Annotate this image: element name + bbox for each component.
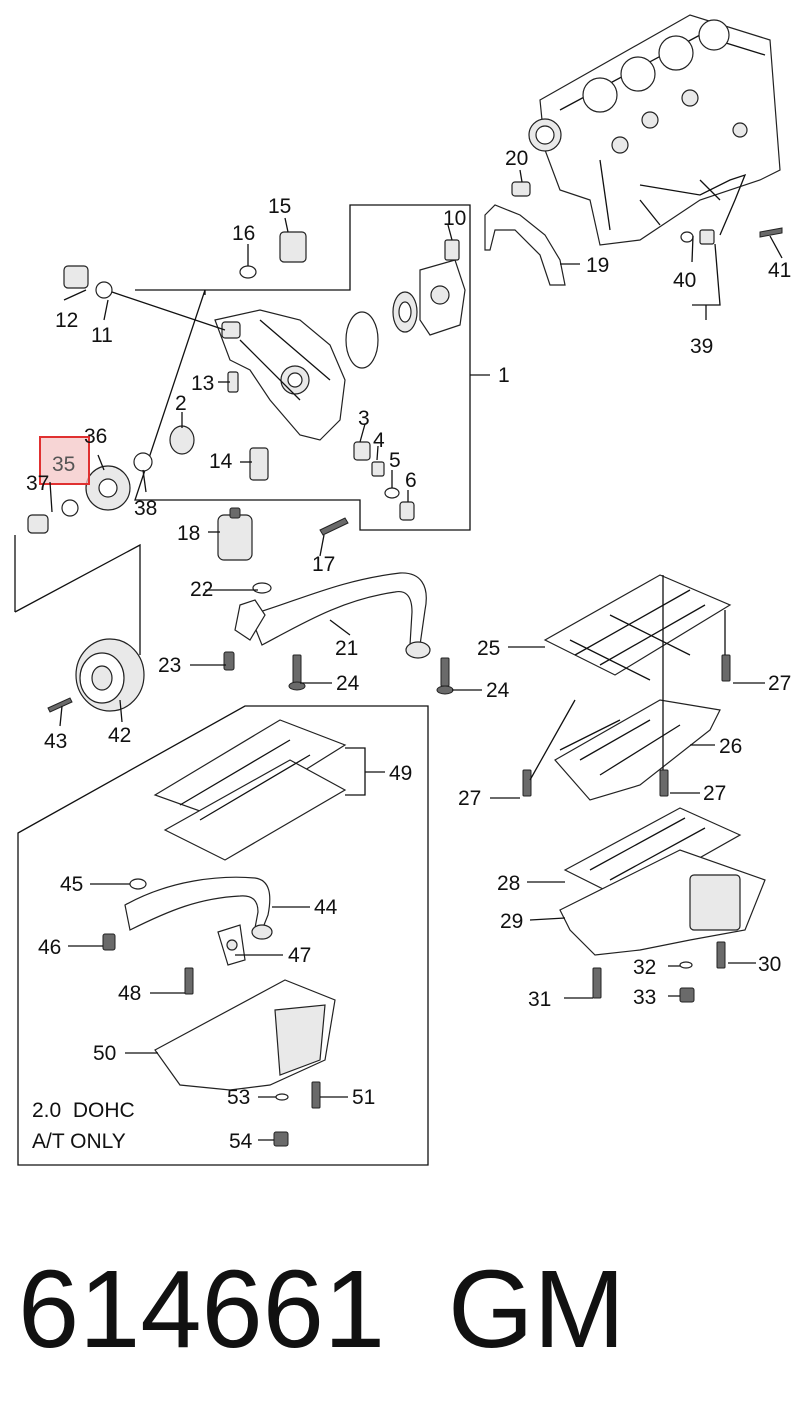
callout-1: 1: [498, 364, 510, 387]
callout-36: 36: [84, 425, 107, 448]
callout-42: 42: [108, 724, 131, 747]
callout-27-mid: 27: [703, 782, 726, 805]
engine-block: [528, 14, 781, 246]
callout-28: 28: [497, 872, 520, 895]
part-number: 614661: [18, 1248, 386, 1371]
callout-39: 39: [690, 335, 713, 358]
oil-pickup-21: [234, 572, 431, 659]
callout-18: 18: [177, 522, 200, 545]
callout-4: 4: [373, 429, 385, 452]
callout-30: 30: [758, 953, 781, 976]
lower-pan-fasteners: [592, 941, 726, 1003]
callout-41: 41: [768, 259, 791, 282]
callout-10: 10: [443, 207, 466, 230]
callout-54: 54: [229, 1130, 253, 1153]
inset-note-line1: 2.0 DOHC: [32, 1099, 135, 1122]
callout-44: 44: [314, 896, 338, 919]
callout-20: 20: [505, 147, 528, 170]
callout-22: 22: [190, 578, 213, 601]
highlight-box-35: [39, 436, 90, 485]
callout-26: 26: [719, 735, 742, 758]
exploded-view-svg: 1 2 3 4 5 6 10 11 12 13 14 15 16 17 18 1…: [14, 14, 791, 1166]
callout-49: 49: [389, 762, 412, 785]
bolt-17: [319, 517, 349, 536]
callout-50: 50: [93, 1042, 116, 1065]
upper-oil-pan-26: [554, 699, 721, 801]
callout-23: 23: [158, 654, 181, 677]
leader-lines: [49, 169, 783, 1141]
callout-3: 3: [358, 407, 370, 430]
callout-48: 48: [118, 982, 141, 1005]
lower-oil-pan-29: [559, 849, 766, 956]
callout-27-left: 27: [458, 787, 481, 810]
callout-45: 45: [60, 873, 83, 896]
callout-19: 19: [586, 254, 609, 277]
pulley-frame: [14, 535, 141, 655]
bolts-27: [522, 654, 731, 797]
inset-frame: [17, 705, 429, 1166]
callout-21: 21: [335, 637, 358, 660]
callout-24-left: 24: [336, 672, 360, 695]
callout-6: 6: [405, 469, 417, 492]
callout-5: 5: [389, 449, 401, 472]
callout-32: 32: [633, 956, 656, 979]
callout-27-top: 27: [768, 672, 791, 695]
callout-35: 35: [52, 453, 75, 476]
oil-filter-18: [217, 507, 253, 561]
pickup-fasteners: [223, 582, 454, 695]
callout-11: 11: [91, 324, 113, 347]
oil-line-39: [639, 173, 783, 245]
callout-33: 33: [633, 986, 656, 1009]
inset-bracket-47: [184, 924, 246, 995]
bolt-43: [47, 697, 73, 713]
callout-12: 12: [55, 309, 78, 332]
callout-24-right: 24: [486, 679, 510, 702]
oil-pump-gears: [345, 259, 466, 369]
callout-labels: 1 2 3 4 5 6 10 11 12 13 14 15 16 17 18 1…: [26, 147, 791, 1153]
callout-15: 15: [268, 195, 291, 218]
inset-pickup-44: [102, 876, 273, 951]
oil-pump-frame: [134, 204, 471, 531]
crank-pulley-42: [75, 638, 145, 712]
crank-sprocket-group: [27, 452, 153, 534]
callout-37: 37: [26, 472, 49, 495]
oil-pump-body: [214, 309, 346, 441]
inset-pan-fasteners: [273, 1081, 321, 1147]
callout-38: 38: [134, 497, 157, 520]
callout-16: 16: [232, 222, 255, 245]
callout-13: 13: [191, 372, 214, 395]
callout-31: 31: [528, 988, 551, 1011]
callout-46: 46: [38, 936, 61, 959]
callout-17: 17: [312, 553, 335, 576]
brand-name: GM: [448, 1248, 626, 1371]
plug-20-shape: [511, 181, 531, 197]
seal-retainer-19: [484, 204, 566, 286]
callout-2: 2: [175, 392, 187, 415]
callout-47: 47: [288, 944, 311, 967]
callout-40: 40: [673, 269, 696, 292]
baffle-25: [543, 574, 732, 681]
callout-53: 53: [227, 1086, 250, 1109]
small-parts-upper: [63, 231, 460, 521]
callout-43: 43: [44, 730, 67, 753]
callout-14: 14: [209, 450, 233, 473]
callout-29: 29: [500, 910, 523, 933]
inset-note-line2: A/T ONLY: [32, 1130, 126, 1153]
inset-gaskets-49: [153, 719, 347, 861]
inset-oil-pan-50: [154, 979, 336, 1091]
callout-25: 25: [477, 637, 500, 660]
callout-51: 51: [352, 1086, 375, 1109]
